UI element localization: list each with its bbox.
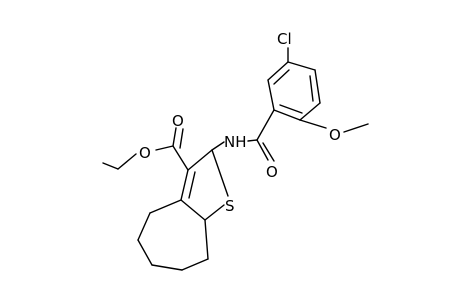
- amide-nitrogen-label: NH: [224, 133, 247, 151]
- bond: [155, 145, 174, 151]
- bond: [181, 258, 209, 271]
- bond: [262, 142, 275, 162]
- bond: [256, 109, 275, 141]
- bond: [204, 219, 209, 260]
- bond: [172, 127, 177, 147]
- ester-ether-oxygen-label: O: [139, 144, 151, 162]
- bond: [256, 139, 269, 161]
- bond: [343, 123, 369, 133]
- bonds: [102, 47, 369, 271]
- bond: [309, 75, 314, 102]
- bond: [188, 171, 196, 199]
- bond: [137, 239, 153, 266]
- bond: [267, 61, 289, 81]
- bond: [299, 119, 327, 129]
- bond: [299, 102, 321, 121]
- bond: [149, 199, 182, 214]
- bond: [314, 69, 321, 104]
- bond: [180, 199, 206, 221]
- ester-carbonyl-oxygen-label: O: [172, 112, 184, 130]
- atom-labels: Cl O NH O O O S: [139, 30, 341, 215]
- amide-oxygen-label: O: [266, 163, 278, 181]
- bond: [204, 204, 225, 221]
- bond: [211, 141, 225, 151]
- sulfur-label: S: [225, 197, 235, 215]
- bond: [180, 169, 189, 201]
- bond: [151, 264, 183, 271]
- bond: [287, 61, 316, 71]
- bond: [211, 149, 229, 197]
- bond: [279, 104, 303, 114]
- methoxy-oxygen-label: O: [329, 126, 341, 144]
- bond: [187, 149, 213, 171]
- chlorine-label: Cl: [277, 30, 292, 48]
- bond: [102, 162, 119, 170]
- bond: [273, 69, 290, 85]
- bond: [247, 139, 258, 142]
- bond: [179, 128, 184, 149]
- bond: [117, 153, 137, 170]
- bond: [172, 145, 189, 171]
- bond: [267, 79, 275, 111]
- bond: [137, 212, 151, 241]
- bond: [273, 109, 301, 121]
